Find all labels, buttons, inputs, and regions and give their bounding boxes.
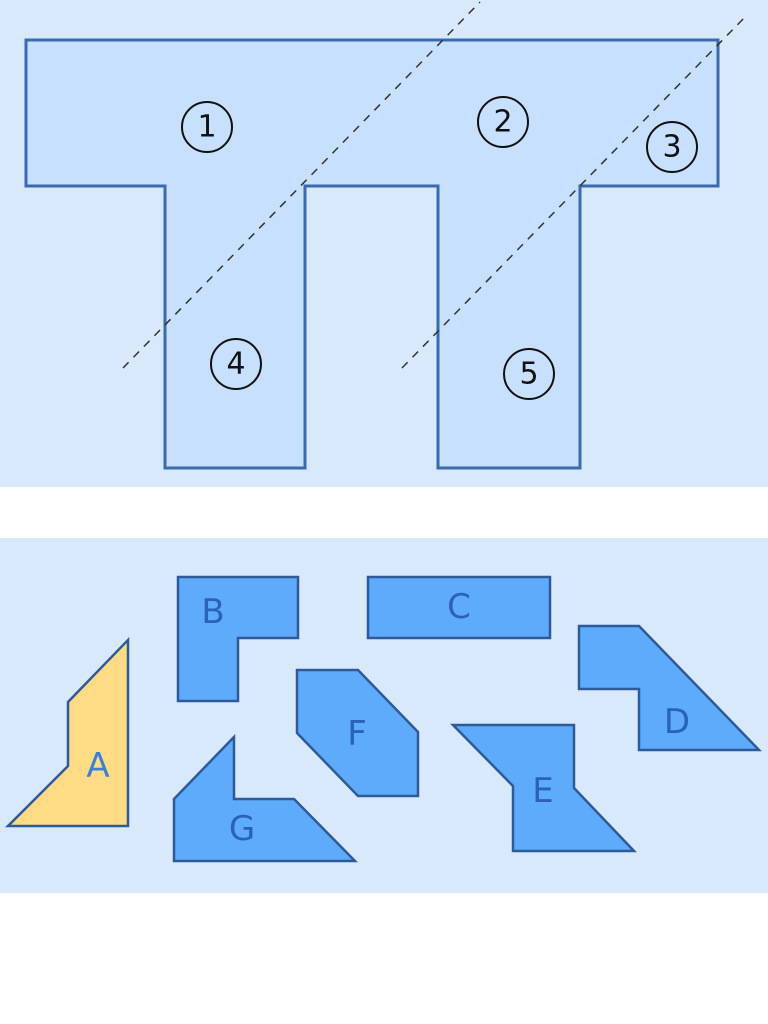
region-label-3: 3 xyxy=(646,121,698,173)
region-number-3: 3 xyxy=(662,130,681,165)
region-number-2: 2 xyxy=(493,105,512,140)
piece-b-shape[interactable] xyxy=(176,575,300,703)
region-label-2: 2 xyxy=(477,96,529,148)
region-circle-3 xyxy=(646,121,698,173)
region-circle-5 xyxy=(503,348,555,400)
piece-a-label: A xyxy=(86,746,109,786)
region-label-1: 1 xyxy=(181,101,233,153)
piece-f-shape[interactable] xyxy=(295,668,420,798)
region-label-4: 4 xyxy=(210,338,262,390)
region-number-4: 4 xyxy=(226,347,245,382)
region-number-1: 1 xyxy=(197,110,216,145)
piece-g-shape[interactable] xyxy=(172,733,358,863)
piece-a-shape[interactable] xyxy=(4,636,130,828)
piece-a[interactable]: A xyxy=(4,636,130,828)
region-circle-1 xyxy=(181,101,233,153)
piece-d-label: D xyxy=(664,702,690,742)
cut-line-left xyxy=(122,1,481,369)
piece-f[interactable]: F xyxy=(295,668,420,798)
piece-d[interactable]: D xyxy=(577,624,762,752)
region-number-5: 5 xyxy=(519,357,538,392)
piece-f-label: F xyxy=(347,714,367,754)
region-circle-2 xyxy=(477,96,529,148)
cut-line-right xyxy=(401,14,748,369)
piece-e-shape[interactable] xyxy=(450,723,637,853)
piece-b-label: B xyxy=(201,592,224,632)
piece-c-shape[interactable] xyxy=(366,575,552,640)
piece-d-shape[interactable] xyxy=(577,624,762,752)
piece-e[interactable]: E xyxy=(450,723,637,853)
piece-b[interactable]: B xyxy=(176,575,300,703)
piece-c-label: C xyxy=(447,587,471,627)
piece-g[interactable]: G xyxy=(172,733,358,863)
piece-g-label: G xyxy=(229,809,255,849)
region-circle-4 xyxy=(210,338,262,390)
target-outline-shape xyxy=(24,38,720,470)
piece-e-label: E xyxy=(532,771,553,811)
piece-c[interactable]: C xyxy=(366,575,552,640)
region-label-5: 5 xyxy=(503,348,555,400)
